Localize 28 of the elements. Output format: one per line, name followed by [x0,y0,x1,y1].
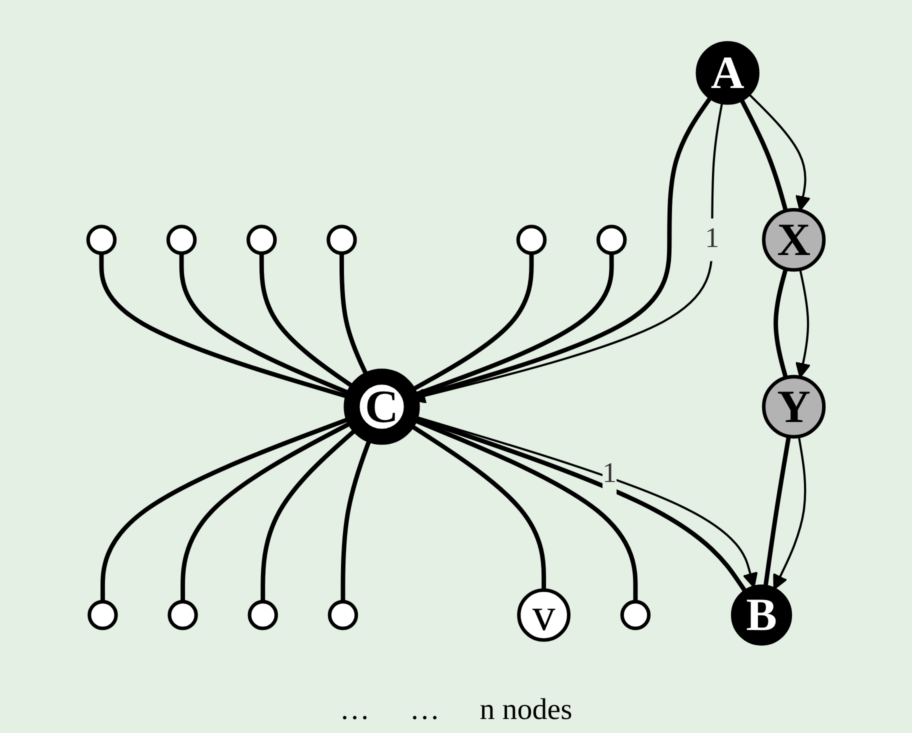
node-circle [166,224,197,254]
connector [739,98,788,211]
node-circle [248,599,278,630]
edge-label: 1 [602,458,617,488]
note-text: … [410,693,440,727]
node-circle: C [344,368,420,444]
node-circle [88,599,118,630]
connector [774,268,788,378]
arrow [795,268,811,378]
arrow [748,92,811,211]
note-text: … [340,693,370,727]
node-circle [620,599,651,630]
node-circle [326,224,357,254]
arrow [773,436,806,590]
node-circle [516,224,547,254]
node-circle: A [696,40,760,104]
edge-label: 1 [705,223,720,254]
note-text: n nodes [480,693,572,727]
node-circle [86,224,117,254]
node-circle: B [730,584,792,646]
node-circle [246,224,277,254]
node-circle [328,599,358,630]
node-circle: X [762,208,826,272]
node-circle [168,599,198,630]
connector [763,436,791,586]
node-circle [596,224,627,254]
node-circle: v [517,588,570,642]
node-circle: Y [762,374,826,438]
